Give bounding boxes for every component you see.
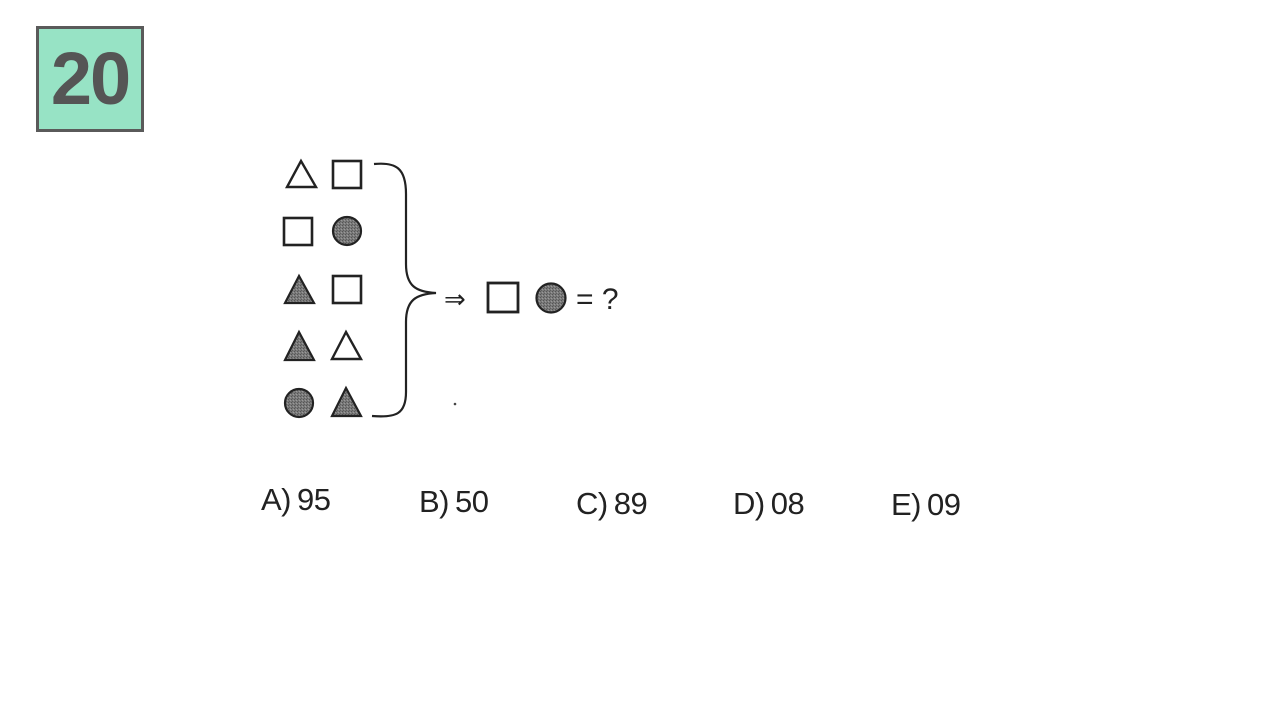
- option-c[interactable]: C)89: [576, 486, 648, 522]
- option-letter: C): [576, 486, 608, 521]
- shape-row-1: [284, 158, 363, 190]
- option-b[interactable]: B)50: [419, 484, 489, 520]
- option-letter: B): [419, 484, 450, 519]
- curly-brace: [371, 162, 437, 418]
- triangle-outline-icon: [330, 329, 364, 361]
- square-outline-icon: [486, 281, 520, 314]
- circle-filled-icon: [331, 215, 363, 247]
- shape-row-3: [283, 273, 363, 305]
- option-letter: D): [733, 486, 765, 521]
- triangle-filled-icon: [330, 385, 363, 418]
- option-a[interactable]: A)95: [261, 482, 331, 518]
- circle-filled-icon: [283, 387, 315, 419]
- option-value: 95: [297, 482, 331, 517]
- option-value: 50: [455, 484, 489, 519]
- option-e[interactable]: E)09: [891, 487, 961, 523]
- shape-row-4: [283, 329, 364, 362]
- shape-row-5: [283, 385, 363, 419]
- option-letter: A): [261, 482, 292, 517]
- square-outline-icon: [331, 274, 363, 305]
- triangle-outline-icon: [284, 158, 319, 189]
- shape-row-2: [282, 215, 363, 247]
- answer-options: A)95 B)50 C)89 D)08 E)09: [0, 478, 1280, 528]
- triangle-filled-icon: [283, 273, 316, 305]
- triangle-filled-icon: [283, 329, 316, 362]
- option-value: 89: [613, 486, 648, 521]
- circle-filled-icon: [535, 282, 567, 314]
- implies-arrow: ⇒: [444, 285, 466, 315]
- option-value: 09: [927, 487, 961, 522]
- scan-speck: [453, 402, 457, 406]
- question-number-badge: 20: [36, 26, 144, 132]
- puzzle-figure: ⇒ = ?: [270, 150, 650, 430]
- square-outline-icon: [282, 216, 314, 247]
- puzzle-drawing: ⇒ = ?: [282, 158, 619, 419]
- option-letter: E): [891, 487, 922, 522]
- option-value: 08: [770, 486, 805, 521]
- square-outline-icon: [331, 159, 363, 190]
- equals-question-mark: = ?: [576, 283, 619, 316]
- option-d[interactable]: D)08: [733, 486, 805, 522]
- question-number: 20: [50, 37, 131, 120]
